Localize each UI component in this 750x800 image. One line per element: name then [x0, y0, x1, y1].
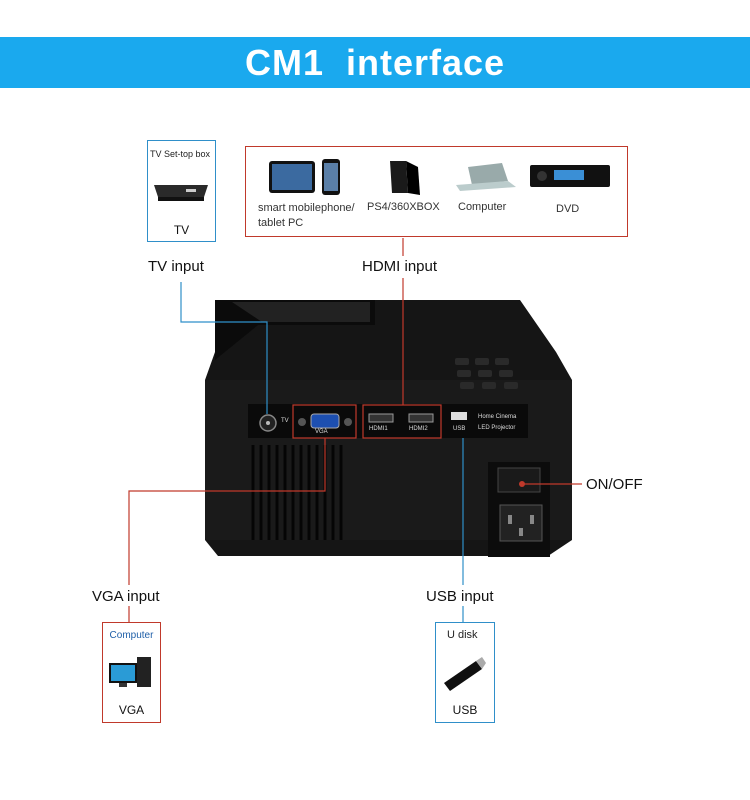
port-usb-label: USB — [453, 426, 466, 432]
dvd-player-icon — [530, 165, 610, 187]
header-banner — [0, 37, 750, 88]
port-hdmi2-label: HDMI2 — [409, 426, 428, 432]
hdmi-device-label-4: DVD — [556, 203, 580, 215]
power-label: ON/OFF — [586, 476, 643, 493]
usb-disk-icon — [444, 657, 486, 691]
laptop-icon — [456, 163, 516, 191]
hdmi-device-label-2: PS4/360XBOX — [367, 201, 440, 213]
vga-input-label: VGA input — [92, 588, 160, 605]
usb-box-caption: USB — [452, 703, 478, 717]
hdmi-devices-box: smart mobilephone/ tablet PC PS4/360XBOX… — [245, 146, 628, 237]
usb-input-label: USB input — [426, 588, 494, 605]
brand-line-2: LED Projector — [478, 425, 516, 431]
port-vga-label: VGA — [315, 429, 328, 435]
hdmi-input-label: HDMI input — [362, 258, 438, 275]
vga-box-title: Computer — [109, 630, 154, 641]
brand-line-1: Home Cinema — [478, 414, 517, 420]
tv-box: TV Set-top box TV — [147, 140, 216, 242]
desktop-computer-icon — [109, 657, 151, 687]
vga-box-caption: VGA — [118, 703, 145, 717]
usb-box-title: U disk — [447, 629, 478, 641]
tablet-phone-icon — [269, 159, 340, 195]
hdmi-device-icons — [269, 159, 610, 195]
hdmi-device-label-1: smart mobilephone/ tablet PC — [258, 202, 355, 229]
game-console-icon — [390, 161, 420, 195]
page-title: CM1 interface — [244, 42, 506, 83]
tv-box-title: TV Set-top box — [150, 149, 211, 159]
port-hdmi1-label: HDMI1 — [369, 426, 388, 432]
projector-illustration — [205, 300, 572, 557]
tv-box-caption: TV — [173, 223, 190, 237]
set-top-box-icon — [154, 185, 208, 201]
tv-input-label: TV input — [148, 258, 204, 275]
port-tv-label: TV — [281, 418, 289, 424]
vga-box: Computer VGA — [102, 622, 161, 723]
hdmi-device-label-3: Computer — [458, 201, 507, 213]
usb-box: U disk USB — [435, 622, 495, 723]
